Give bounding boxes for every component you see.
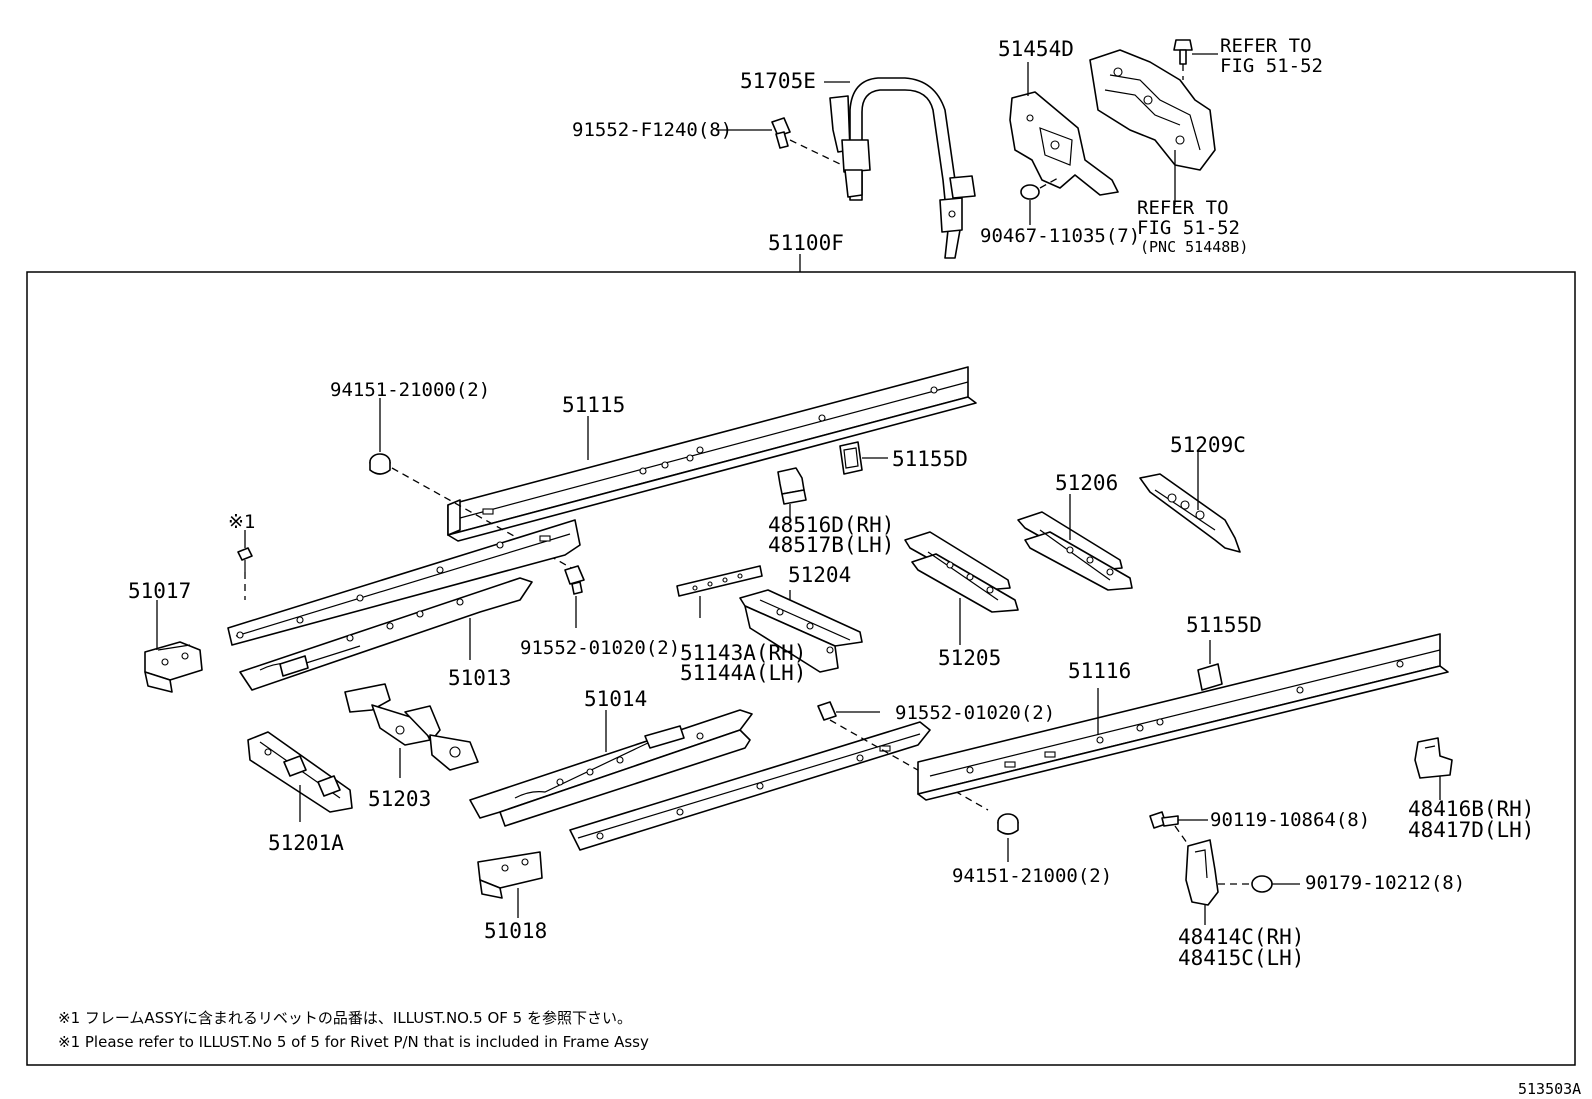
nut-90179 [1251, 875, 1273, 893]
label-51206: 51206 [1055, 471, 1118, 495]
label-91552-01020-a: 91552-01020(2) [520, 637, 680, 659]
crossmember-51206 [1017, 511, 1133, 591]
label-90119: 90119-10864(8) [1210, 809, 1370, 831]
bolt-91552-01020-b [817, 701, 837, 721]
crossmember-51209C [1139, 473, 1241, 553]
label-51201A: 51201A [268, 831, 344, 855]
crossmember-51204 [739, 589, 863, 673]
rail-upper-51013 [227, 519, 581, 646]
side-rail-51116 [917, 633, 1449, 801]
label-90179: 90179-10212(8) [1305, 872, 1465, 894]
label-51115: 51115 [562, 393, 625, 417]
bracket-48516D [777, 467, 807, 505]
bolt-refer-top [1173, 39, 1193, 65]
frame-assembly-box [26, 271, 1576, 1066]
label-51144A: 51144A(LH) [680, 661, 806, 685]
rail-lower-51013 [239, 577, 533, 691]
label-51155D-mid: 51155D [1186, 613, 1262, 637]
bracket-51018 [477, 851, 543, 899]
bolt-90119 [1149, 811, 1179, 829]
label-51205: 51205 [938, 646, 1001, 670]
label-51203: 51203 [368, 787, 431, 811]
label-51017: 51017 [128, 579, 191, 603]
nut-94151-bottom [997, 813, 1019, 835]
label-51454D: 51454D [998, 37, 1074, 61]
label-rivet-mark: ※1 [228, 511, 255, 533]
label-refer-mid-2: FIG 51-52 [1137, 217, 1240, 239]
label-refer-top-2: FIG 51-52 [1220, 55, 1323, 77]
bracket-48416B [1414, 737, 1453, 779]
bracket-51454D [1009, 91, 1119, 196]
label-51155D-top: 51155D [892, 447, 968, 471]
mudguard-51448B [1089, 49, 1216, 171]
crossmember-51201A [247, 731, 353, 813]
carrier-51705E [829, 77, 976, 259]
bolt-91552-F1240 [771, 117, 791, 149]
label-51143A: 51143A(RH) [680, 641, 806, 665]
label-48516D: 48516D(RH) [768, 513, 894, 537]
figure-id: 513503A [1518, 1080, 1581, 1098]
label-48416B: 48416B(RH) [1408, 797, 1534, 821]
bolt-91552-01020-a [564, 565, 585, 595]
label-91552-F1240: 91552-F1240(8) [572, 119, 732, 141]
label-90467: 90467-11035(7) [980, 225, 1140, 247]
note-japanese: ※1 フレームASSYに含まれるリベットの品番は、ILLUST.NO.5 OF … [58, 1009, 632, 1027]
label-51204: 51204 [788, 563, 851, 587]
label-91552-01020-b: 91552-01020(2) [895, 702, 1055, 724]
label-51013: 51013 [448, 666, 511, 690]
label-51100F: 51100F [768, 231, 844, 255]
label-48415C: 48415C(LH) [1178, 946, 1304, 970]
label-48517B: 48517B(LH) [768, 533, 894, 557]
label-51705E: 51705E [740, 69, 816, 93]
plate-51143A [676, 565, 763, 597]
label-51014: 51014 [584, 687, 647, 711]
label-51018: 51018 [484, 919, 547, 943]
rail-51014-lower [569, 721, 931, 851]
label-94151-bottom: 94151-21000(2) [952, 865, 1112, 887]
label-refer-mid-1: REFER TO [1137, 197, 1229, 219]
label-48414C: 48414C(RH) [1178, 925, 1304, 949]
label-refer-top-1: REFER TO [1220, 35, 1312, 57]
label-94151-top: 94151-21000(2) [330, 379, 490, 401]
bracket-51155D-top [839, 441, 863, 475]
crossmember-51203 [344, 683, 479, 771]
label-refer-mid-3: (PNC 51448B) [1140, 238, 1248, 256]
clip-90467 [1020, 184, 1040, 200]
label-48417D: 48417D(LH) [1408, 818, 1534, 842]
bracket-48414C [1185, 839, 1219, 906]
crossmember-51205 [904, 531, 1019, 613]
rivet-mark-1 [237, 547, 253, 572]
note-english: ※1 Please refer to ILLUST.No 5 of 5 for … [58, 1033, 649, 1051]
rail-51014 [469, 709, 753, 827]
label-51116: 51116 [1068, 659, 1131, 683]
nut-94151-top [369, 453, 391, 475]
side-rail-51115 [447, 366, 977, 542]
bracket-51155D-mid [1197, 663, 1223, 691]
label-51209C: 51209C [1170, 433, 1246, 457]
bracket-51017 [144, 641, 203, 693]
